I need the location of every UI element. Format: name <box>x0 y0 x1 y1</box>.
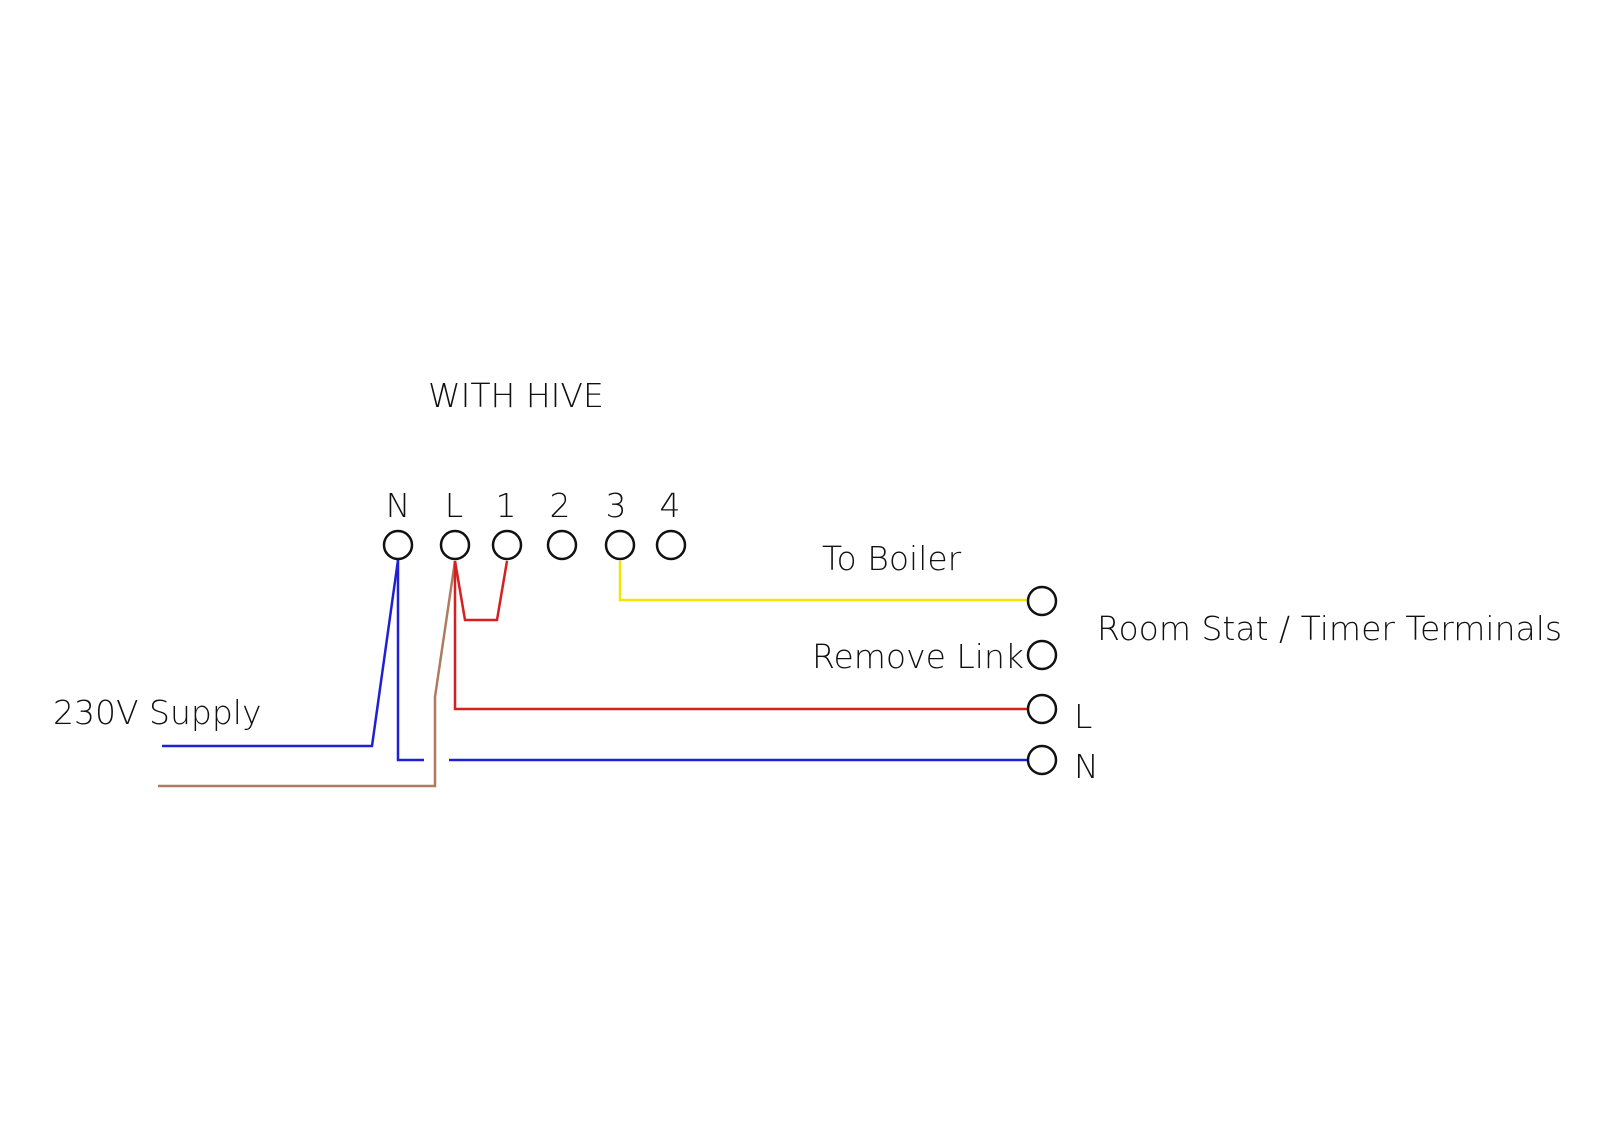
supply-label: 230V Supply <box>53 693 262 732</box>
to-boiler-label: To Boiler <box>822 539 962 578</box>
boiler-terminal-switched <box>1026 585 1058 617</box>
hive-terminal-label-1: 1 <box>496 486 517 525</box>
boiler-terminal-link <box>1026 639 1058 671</box>
hive-terminal-label-n: N <box>386 486 411 525</box>
boiler-terminal-n <box>1026 744 1058 776</box>
hive-terminal-label-4: 4 <box>660 486 681 525</box>
hive-terminal-l <box>439 529 471 561</box>
diagram-title: WITH HIVE <box>428 376 604 415</box>
hive-terminal-label-2: 2 <box>550 486 571 525</box>
hive-terminal-4 <box>655 529 687 561</box>
hive-neutral-drop-wire <box>396 560 424 762</box>
boiler-live-wire <box>453 561 1028 711</box>
remove-link-label: Remove Link <box>812 637 1024 676</box>
boiler-terminal-label-n: N <box>1074 747 1099 786</box>
boiler-terminal-label-l: L <box>1074 697 1092 736</box>
link-l-to-1-wire <box>453 560 509 622</box>
hive-terminal-2 <box>546 529 578 561</box>
switched-live-wire <box>618 561 1028 602</box>
hive-terminal-label-3: 3 <box>606 486 627 525</box>
hive-terminal-3 <box>604 529 636 561</box>
supply-live-wire <box>158 560 457 788</box>
room-stat-label: Room Stat / Timer Terminals <box>1097 609 1562 648</box>
hive-terminal-label-l: L <box>445 486 463 525</box>
boiler-terminal-l <box>1026 693 1058 725</box>
hive-terminal-n <box>382 529 414 561</box>
supply-neutral-wire <box>162 559 400 748</box>
hive-terminal-1 <box>491 529 523 561</box>
